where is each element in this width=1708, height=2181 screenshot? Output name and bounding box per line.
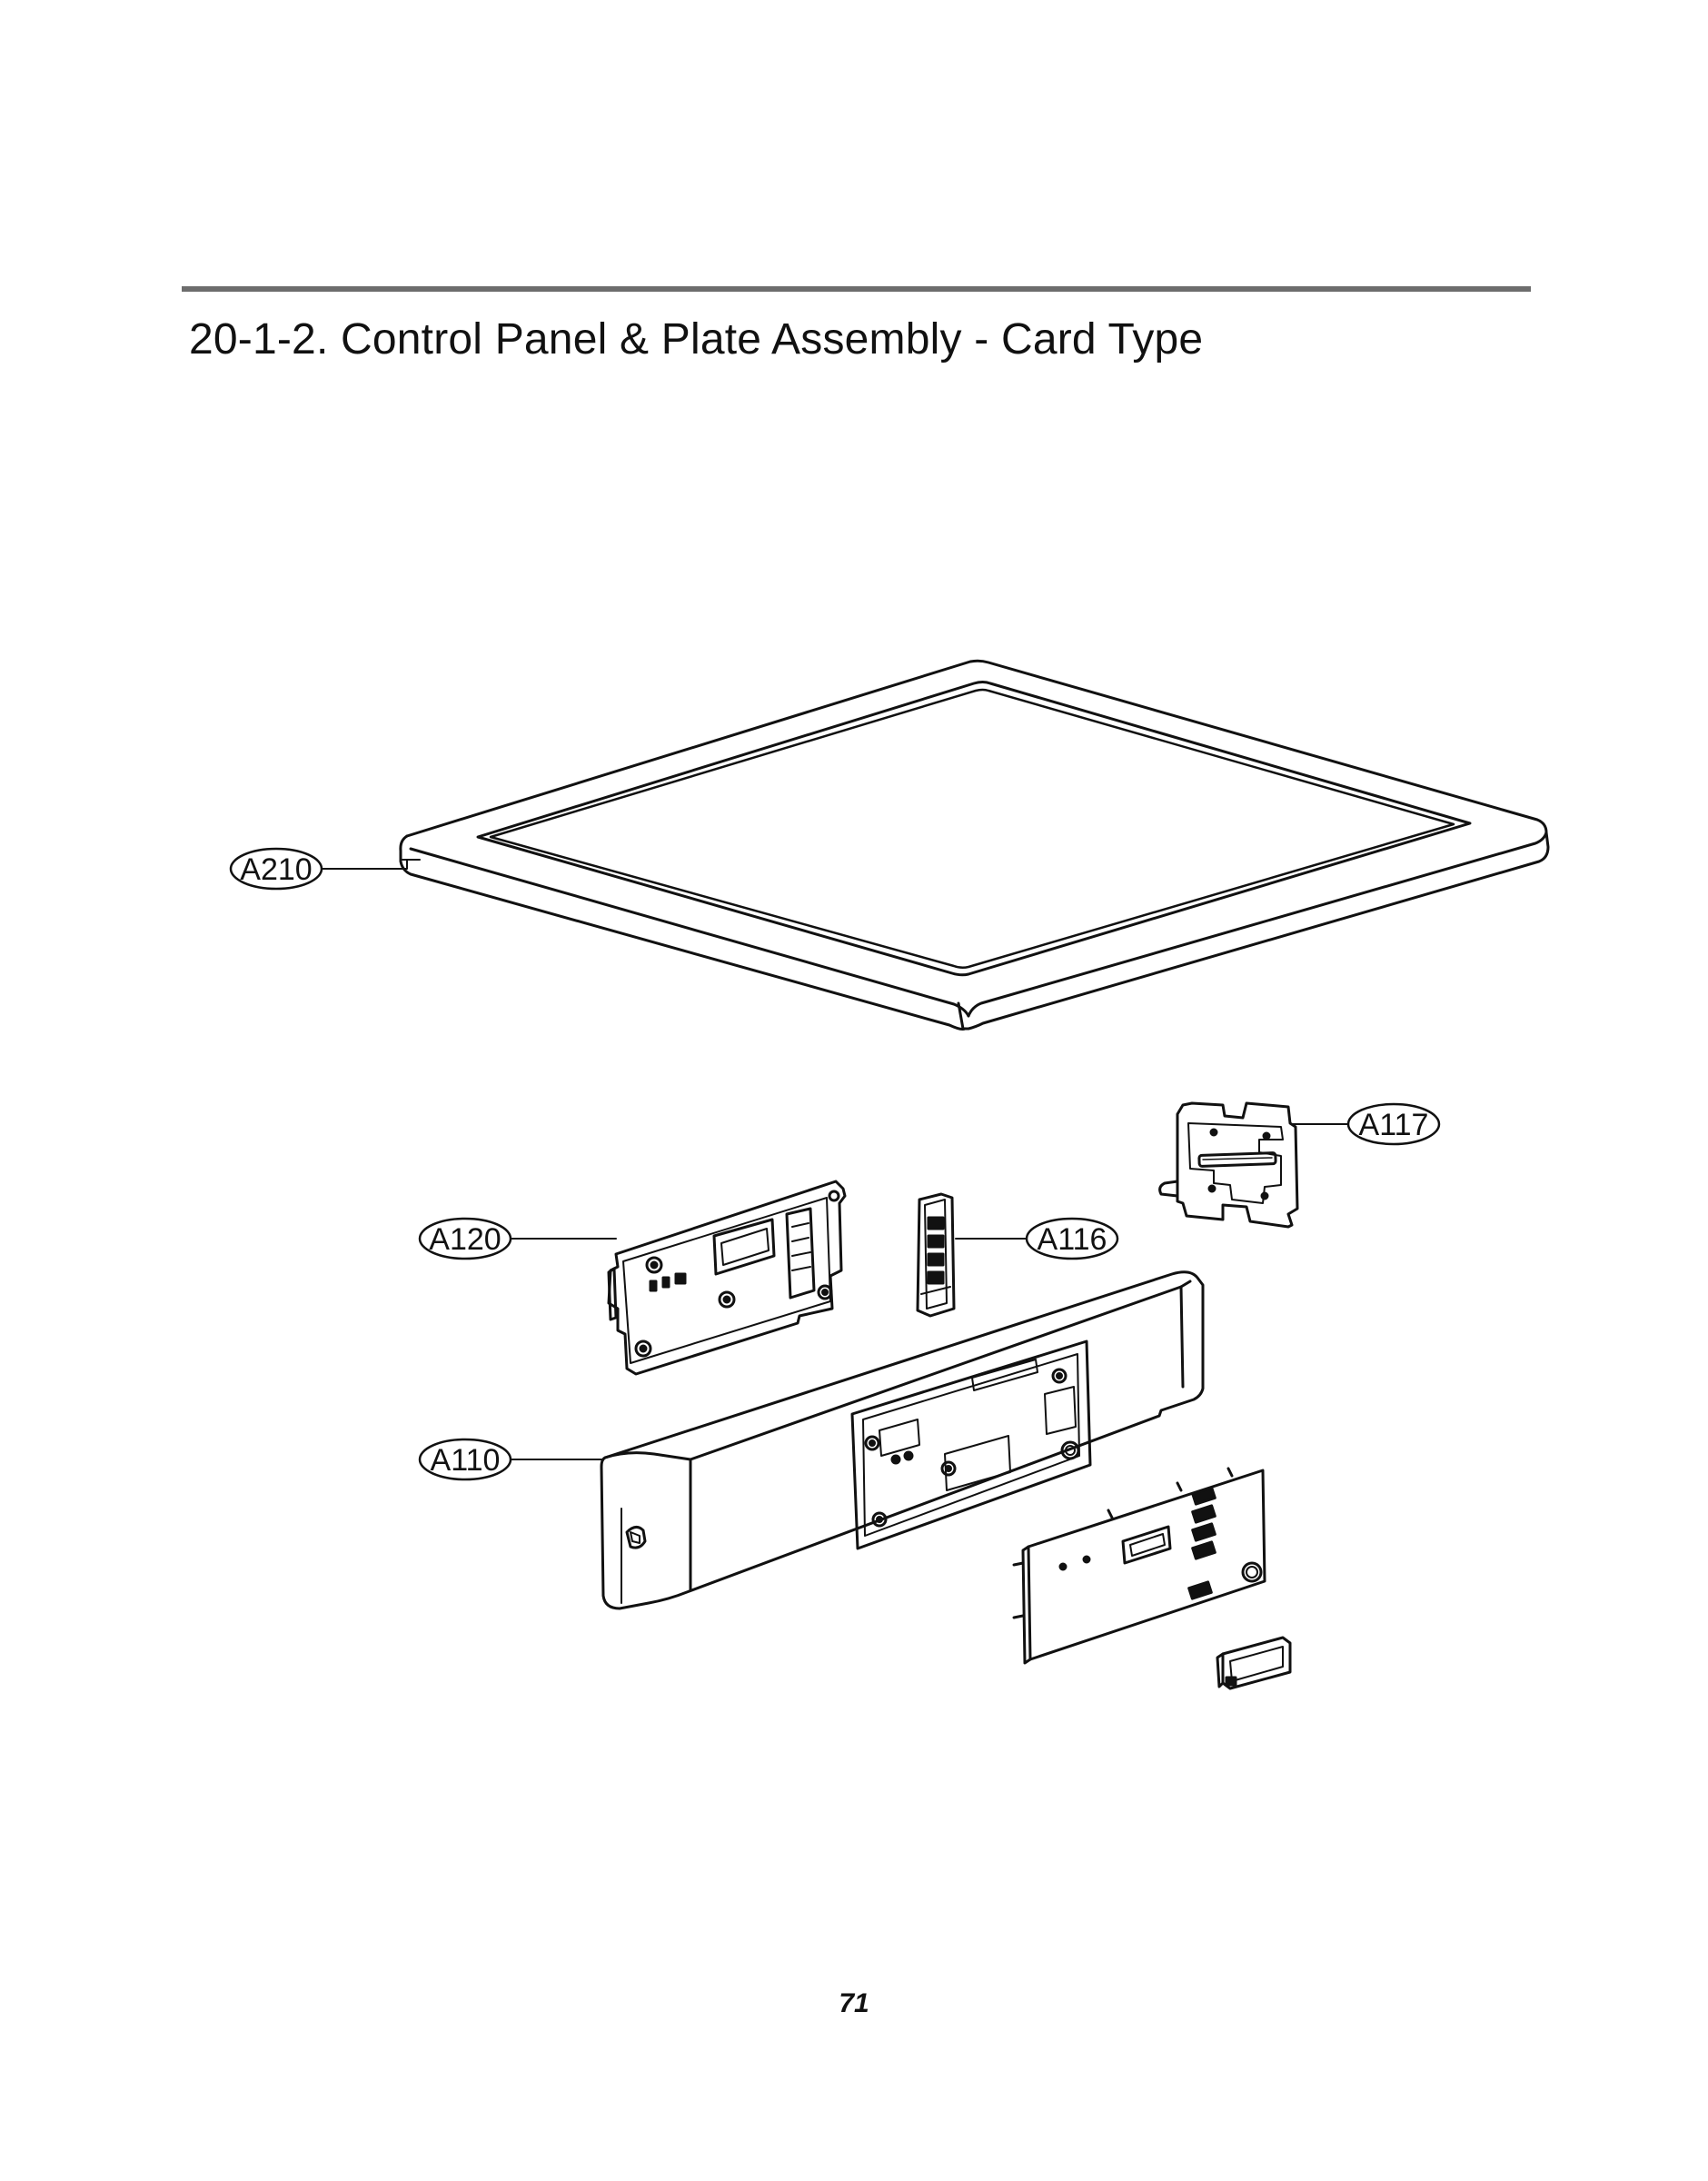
callout-a120-ellipse: [418, 1217, 512, 1260]
callout-a210: A210: [229, 847, 323, 891]
part-display-panel: [1012, 1467, 1266, 1665]
page-number: 71: [839, 1988, 869, 2018]
part-top-plate: [399, 659, 1550, 1031]
callout-a120: A120: [418, 1217, 512, 1260]
callout-a210-ellipse: [229, 847, 323, 891]
part-bracket: [1158, 1101, 1299, 1229]
part-pcb-plate: [607, 1180, 847, 1376]
callout-a116: A116: [1025, 1217, 1119, 1260]
callout-a117-label: A117: [1359, 1108, 1429, 1142]
part-control-panel-housing: [600, 1270, 1205, 1610]
part-button-strip: [916, 1192, 956, 1318]
callout-a117-ellipse: [1346, 1102, 1441, 1146]
callout-a110-label: A110: [431, 1443, 501, 1478]
callout-a120-label: A120: [429, 1222, 501, 1257]
callout-a116-ellipse: [1025, 1217, 1119, 1260]
callout-a110-ellipse: [418, 1438, 512, 1481]
leader-lines: [321, 859, 1349, 1460]
header-rule: [182, 286, 1531, 292]
page-title: 20-1-2. Control Panel & Plate Assembly -…: [189, 315, 1204, 364]
callout-a110: A110: [418, 1438, 512, 1481]
part-small-cap: [1216, 1636, 1292, 1690]
callout-a117: A117: [1346, 1102, 1441, 1146]
callout-a210-label: A210: [240, 852, 312, 887]
callout-a116-label: A116: [1038, 1222, 1107, 1257]
